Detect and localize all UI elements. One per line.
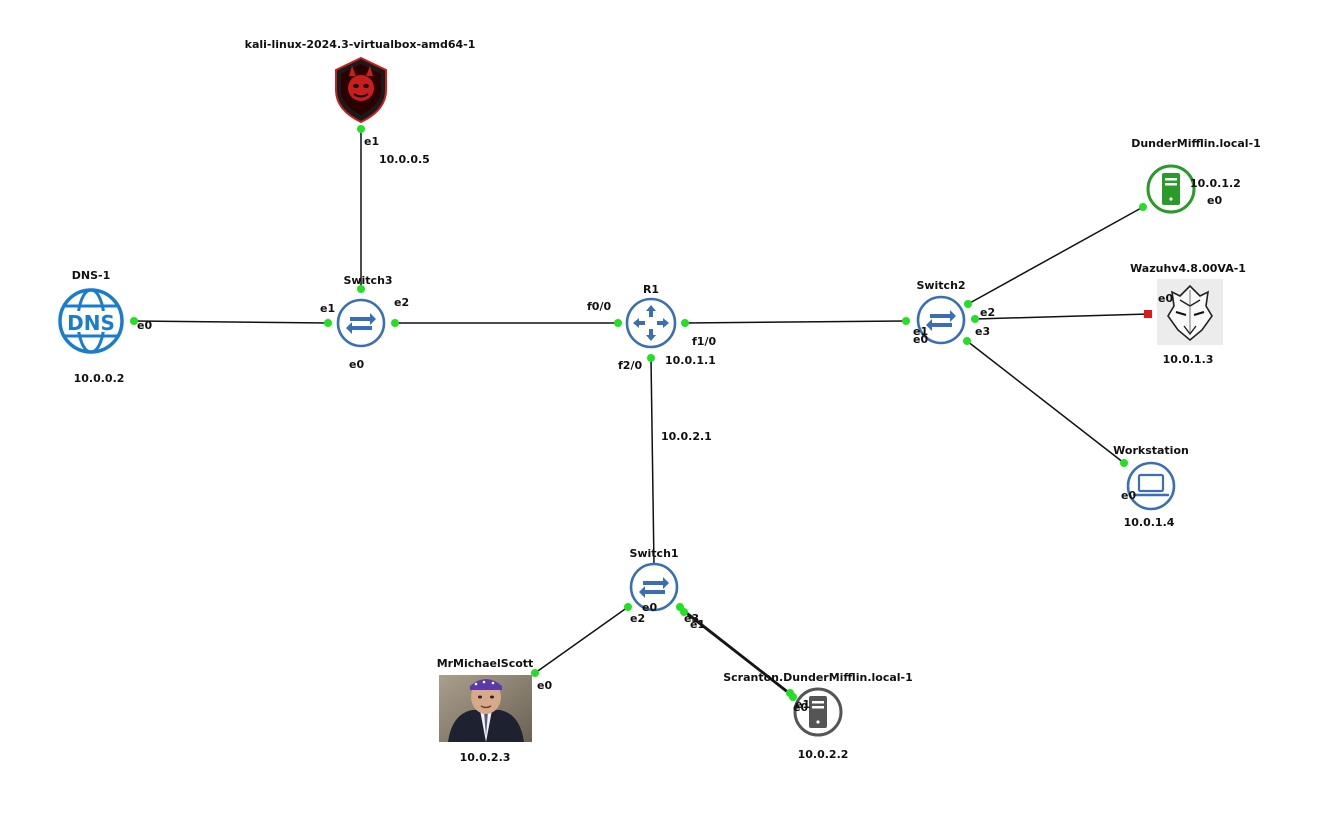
workstation-name-label: Workstation (1113, 444, 1189, 457)
switch-icon (629, 562, 679, 612)
switch1-port-e2-label: e2 (630, 612, 645, 625)
switch-icon (336, 298, 386, 348)
switch-icon (916, 295, 966, 345)
node-switch2[interactable]: Switch2 e1 e0 e2 e3 (902, 279, 995, 346)
r1-port-f2-label: f2/0 (618, 359, 642, 372)
dns-globe-icon: DNS (58, 288, 124, 354)
dundermifflin-port-dot (1139, 203, 1147, 211)
switch2-port-e1-label: e1 (913, 325, 928, 338)
link-switch1-scranton-a[interactable] (679, 606, 791, 694)
switch3-port-e2-dot (391, 319, 399, 327)
node-kali[interactable]: kali-linux-2024.3-virtualbox-amd64-1 e1 … (245, 38, 476, 166)
switch2-port-e2-label: e2 (980, 306, 995, 319)
switch2-port-e3-dot (971, 315, 979, 323)
scranton-port-e0-label: e0 (793, 701, 808, 714)
workstation-ip-label: 10.0.1.4 (1124, 516, 1175, 529)
laptop-icon (1126, 461, 1176, 511)
dns-ip-label: 10.0.0.2 (74, 372, 125, 385)
scranton-port-e1-dot (789, 693, 797, 701)
node-switch1[interactable]: Switch1 e0 e2 e3 e1 (624, 547, 705, 631)
switch3-port-e1-label: e1 (320, 302, 335, 315)
michael-name-label: MrMichaelScott (437, 657, 534, 670)
wazuh-wolf-icon (1157, 279, 1223, 345)
r1-port-f2-dot (647, 354, 655, 362)
kali-ip-label: 10.0.0.5 (379, 153, 430, 166)
links (133, 129, 1149, 698)
r1-ip-f1-label: 10.0.1.1 (665, 354, 716, 367)
wazuh-port-label: e0 (1158, 292, 1173, 305)
wazuh-ip-label: 10.0.1.3 (1163, 353, 1214, 366)
link-switch1-scranton-b[interactable] (683, 611, 794, 698)
switch3-port-e0-label: e0 (349, 358, 364, 371)
node-wazuh[interactable]: Wazuhv4.8.00VA-1 e0 10.0.1.3 (1130, 262, 1246, 366)
switch1-port-e3-label: e3 (684, 612, 699, 625)
wazuh-port-dot (1144, 310, 1152, 318)
node-dns[interactable]: DNS-1 DNS e0 10.0.0.2 (58, 269, 152, 385)
switch1-port-e2-dot (624, 603, 632, 611)
dns-port-label: e0 (137, 319, 152, 332)
r1-port-f0-label: f0/0 (587, 300, 611, 313)
michael-port-label: e0 (537, 679, 552, 692)
server-icon (793, 687, 843, 737)
switch3-port-e2-label: e2 (394, 296, 409, 309)
switch3-port-e0-dot (357, 285, 365, 293)
link-r1-switch2[interactable] (684, 320, 907, 324)
r1-port-f0-dot (614, 319, 622, 327)
kali-port-label: e1 (364, 135, 379, 148)
switch1-port-e1-label: e1 (690, 618, 705, 631)
switch3-port-e1-dot (324, 319, 332, 327)
node-scranton[interactable]: Scranton.DunderMifflin.local-1 e1 e0 10.… (723, 671, 913, 761)
workstation-port-dot (1120, 459, 1128, 467)
scranton-name-label: Scranton.DunderMifflin.local-1 (723, 671, 913, 684)
michael-ip-label: 10.0.2.3 (460, 751, 511, 764)
switch2-port-e1-dot (902, 317, 910, 325)
person-photo-icon (439, 675, 532, 742)
switch3-name-label: Switch3 (343, 274, 392, 287)
node-michael[interactable]: MrMichaelScott e0 10.0.2.3 (437, 657, 553, 764)
switch2-port-e2-dot (964, 300, 972, 308)
kali-shield-icon (335, 56, 387, 124)
link-switch2-workstation[interactable] (966, 340, 1125, 464)
switch2-name-label: Switch2 (916, 279, 965, 292)
link-dns-switch3[interactable] (133, 320, 329, 324)
dns-icon-text: DNS (67, 311, 115, 335)
dns-port-dot (130, 317, 138, 325)
workstation-port-label: e0 (1121, 489, 1136, 502)
link-switch1-michael[interactable] (534, 606, 629, 674)
dundermifflin-port-label: e0 (1207, 194, 1222, 207)
switch1-port-e1-dot (680, 608, 688, 616)
dns-name-label: DNS-1 (72, 269, 110, 282)
node-r1[interactable]: R1 f0/0 f1/0 f2/0 10.0.1.1 10.0.2.1 (587, 283, 716, 443)
switch2-port-e3-label: e3 (975, 325, 990, 338)
switch2-port-e0-dot (963, 337, 971, 345)
link-switch2-wazuh[interactable] (974, 313, 1149, 320)
kali-name-label: kali-linux-2024.3-virtualbox-amd64-1 (245, 38, 476, 51)
scranton-port-e1-label: e1 (795, 698, 810, 711)
node-workstation[interactable]: Workstation e0 10.0.1.4 (1113, 444, 1189, 529)
link-r1-switch1[interactable] (650, 357, 655, 567)
r1-ip-f2-label: 10.0.2.1 (661, 430, 712, 443)
michael-port-dot (531, 669, 539, 677)
wazuh-name-label: Wazuhv4.8.00VA-1 (1130, 262, 1246, 275)
r1-port-f1-dot (681, 319, 689, 327)
switch1-port-e0-label: e0 (642, 601, 657, 614)
switch2-port-e0-label: e0 (913, 333, 928, 346)
r1-name-label: R1 (643, 283, 659, 296)
server-icon (1146, 164, 1196, 214)
link-switch2-dundermifflin[interactable] (967, 206, 1144, 305)
switch1-name-label: Switch1 (629, 547, 678, 560)
dundermifflin-ip-label: 10.0.1.2 (1190, 177, 1241, 190)
node-switch3[interactable]: Switch3 e1 e2 e0 (320, 274, 409, 371)
router-icon (625, 297, 677, 349)
kali-port-dot (357, 125, 365, 133)
dundermifflin-name-label: DunderMifflin.local-1 (1131, 137, 1261, 150)
node-dundermifflin[interactable]: DunderMifflin.local-1 10.0.1.2 e0 (1131, 137, 1261, 214)
scranton-ip-label: 10.0.2.2 (798, 748, 849, 761)
r1-port-f1-label: f1/0 (692, 335, 716, 348)
